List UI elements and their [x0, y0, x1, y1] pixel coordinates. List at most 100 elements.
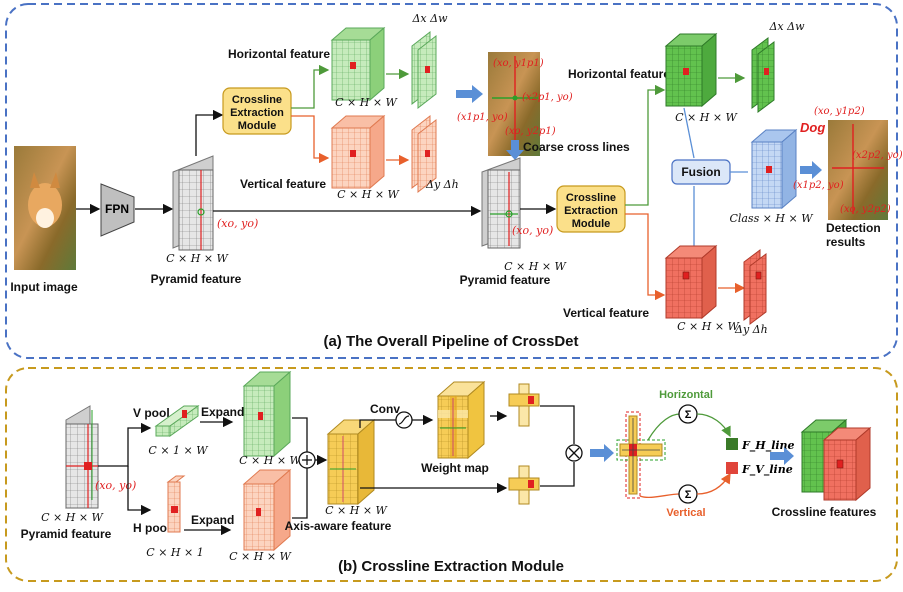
- point-label-a2: (xo, yo): [512, 224, 553, 237]
- sigma-h: Σ: [685, 409, 692, 421]
- chw-label-a1: C × H × W: [166, 252, 229, 265]
- weight-map-label: Weight map: [421, 461, 489, 475]
- vertical-feature-cube-2: [664, 244, 718, 320]
- p1-label-right: (x2p1, yo): [522, 92, 573, 103]
- crossline-extraction-module-1: [222, 87, 292, 135]
- expand-label-1: Expand: [201, 405, 244, 419]
- f-v-line-square: [726, 462, 738, 474]
- p2-label-left: (x1p2, yo): [793, 180, 844, 191]
- p1-label-bottom: (xo, y2p1): [505, 126, 556, 137]
- p2-label-top: (xo, y1p2): [814, 106, 865, 117]
- horizontal-feature-cube-2: [664, 32, 718, 108]
- f-v-line-label: F_V_line: [741, 463, 793, 477]
- cem1-line1: Crossline: [232, 94, 282, 106]
- sigma-v: Σ: [685, 489, 692, 501]
- delta-yh-sheets-1: [411, 114, 437, 194]
- detection-label-1: Detection: [826, 221, 881, 235]
- horizontal-label-b: Horizontal: [659, 389, 713, 401]
- axis-aware-feature-cube: [326, 418, 376, 506]
- v-pool-label: V pool: [133, 406, 170, 420]
- vertical-label-b: Vertical: [666, 507, 705, 519]
- panel-b-border: [5, 367, 898, 582]
- class-hw-label: Class × H × W: [729, 212, 814, 225]
- blue-arrow-2: [800, 161, 822, 179]
- pyramid-feature-label-2: Pyramid feature: [460, 273, 551, 287]
- coarse-crossline-image: [488, 52, 540, 156]
- blue-arrow-down: [506, 140, 524, 160]
- p1-label-top: (xo, y1p1): [493, 58, 544, 69]
- chw-label-a6: C × H × W: [677, 320, 740, 333]
- cem2-line1: Crossline: [566, 192, 616, 204]
- horizontal-feature-cube-1: [330, 26, 386, 102]
- pyramid-feature-2: [481, 157, 521, 249]
- panel-b-caption: (b) Crossline Extraction Module: [338, 558, 564, 575]
- point-label-a1: (xo, yo): [217, 217, 258, 230]
- detection-image: [828, 120, 888, 220]
- p2-label-right: (x2p2, yo): [852, 150, 903, 161]
- chw-label-b3: C × H × W: [229, 550, 292, 563]
- input-image-label: Input image: [10, 280, 78, 294]
- crossline-features-cubes: [800, 418, 872, 502]
- cem1-line3: Module: [238, 120, 277, 132]
- expanded-horizontal-cube: [242, 370, 292, 458]
- cem1-line2: Extraction: [230, 107, 284, 119]
- ch1-label: C × H × 1: [146, 546, 203, 559]
- chw-label-b1: C × H × W: [41, 511, 104, 524]
- pyramid-feature-label-b: Pyramid feature: [21, 527, 112, 541]
- f-h-line-label: F_H_line: [741, 439, 795, 453]
- c1w-label: C × 1 × W: [148, 444, 209, 457]
- weighted-cross-bottom: [508, 465, 540, 505]
- point-label-b: (xo, yo): [95, 479, 136, 492]
- f-h-line-square: [726, 438, 738, 450]
- horizontal-feature-label-2: Horizontal feature: [568, 67, 670, 81]
- v-pooled-bar: [154, 405, 200, 437]
- delta-xw-sheets-2: [751, 37, 775, 113]
- crossline-features-label: Crossline features: [772, 505, 877, 519]
- chw-label-b4: C × H × W: [325, 504, 388, 517]
- pyramid-feature-b: [65, 405, 99, 509]
- delta-xw-label-2: Δx Δw: [768, 20, 805, 33]
- fusion-label: Fusion: [681, 165, 720, 179]
- chw-label-a4: C × H × W: [504, 260, 567, 273]
- axis-aware-feature-label: Axis-aware feature: [285, 519, 392, 533]
- blue-arrow-b1: [590, 444, 614, 462]
- p1-label-left: (x1p1, yo): [457, 112, 508, 123]
- cross-aggregation: [616, 411, 666, 499]
- fpn-block: [100, 183, 135, 237]
- input-image: [14, 146, 76, 270]
- chw-label-a2: C × H × W: [335, 96, 398, 109]
- delta-yh-sheets-2: [743, 249, 767, 325]
- delta-xw-sheets-1: [411, 30, 437, 110]
- coarse-cross-lines-label: Coarse cross lines: [523, 140, 630, 154]
- weighted-cross-top: [508, 383, 540, 427]
- weight-map-cube: [436, 380, 486, 460]
- panel-a-caption: (a) The Overall Pipeline of CrossDet: [323, 333, 578, 350]
- panel-a-border: [5, 3, 898, 359]
- detection-label-2: results: [826, 235, 866, 249]
- vertical-feature-cube-1: [330, 114, 386, 190]
- chw-label-a5: C × H × W: [675, 111, 738, 124]
- conv-label: Conv: [370, 402, 400, 416]
- horizontal-feature-label-1: Horizontal feature: [228, 47, 330, 61]
- chw-label-a3: C × H × W: [337, 188, 400, 201]
- pyramid-feature-label-1: Pyramid feature: [151, 272, 242, 286]
- vertical-feature-label-2: Vertical feature: [563, 306, 649, 320]
- blue-arrow-1: [456, 85, 483, 103]
- cem2-line2: Extraction: [564, 205, 618, 217]
- p2-label-bottom: (xo, y2p2): [840, 204, 891, 215]
- chw-label-b2: C × H × W: [239, 454, 302, 467]
- delta-yh-label-2: Δy Δh: [734, 323, 768, 336]
- delta-yh-label-1: Δy Δh: [425, 178, 459, 191]
- cem2-line3: Module: [572, 218, 611, 230]
- delta-xw-label-1: Δx Δw: [411, 12, 448, 25]
- blue-arrow-b2: [770, 447, 794, 465]
- h-pooled-bar: [166, 475, 186, 533]
- h-pool-label: H pool: [133, 521, 170, 535]
- dog-class-label: Dog: [800, 120, 825, 135]
- crossline-extraction-module-2: [556, 185, 626, 233]
- class-score-cube: [750, 128, 798, 210]
- expanded-vertical-cube: [242, 468, 292, 552]
- vertical-feature-label-1: Vertical feature: [240, 177, 326, 191]
